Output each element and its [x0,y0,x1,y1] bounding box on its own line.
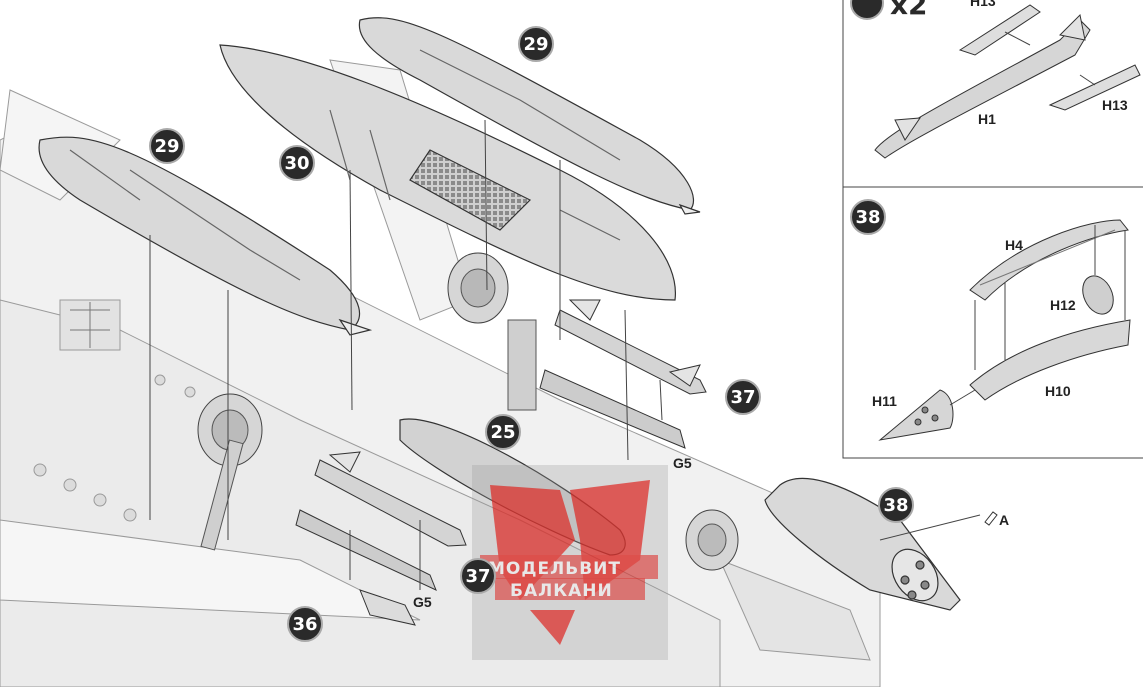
step-number: 36 [292,614,317,635]
attachment-guide-lines [149,119,981,590]
step-badge-37-lower: 37 [460,558,496,594]
step-badge-37-panel-partial [850,0,884,20]
part-label-g5-lower: G5 [413,594,432,610]
bulkhead-h12 [1082,275,1114,315]
paint-callout: A [984,511,1009,528]
part-label-h13-right: H13 [1102,97,1128,113]
missile-h1 [874,13,1091,159]
watermark-line1: МОДЕЛЬВИТ [488,559,621,579]
fin-h13-lower [1048,64,1141,111]
detail-panel-38 [842,187,1143,459]
step-badge-38-lower: 38 [878,487,914,523]
underwing-pod-36 [359,589,416,626]
nose-cone-h11 [878,389,954,441]
step-badge-36: 36 [287,606,323,642]
rocket-pod-assembled [764,477,961,611]
step-badge-29-left: 29 [149,128,185,164]
step-badge-38-panel: 38 [850,199,886,235]
step-number: 30 [284,153,309,174]
step-badge-25: 25 [485,414,521,450]
part-label-h11: H11 [872,393,897,409]
part-label-h13-top: H13 [970,0,996,9]
step-number: 37 [730,387,755,408]
step-badge-29-right: 29 [518,26,554,62]
step-number: 29 [154,136,179,157]
step-badge-30: 30 [279,145,315,181]
detail-panel-37 [842,0,1143,188]
drop-tank-top [358,17,701,215]
part-label-h12: H12 [1050,297,1076,313]
step-number: 29 [523,34,548,55]
step-number: 38 [883,495,908,516]
watermark-line2: БАЛКАНИ [510,581,613,601]
nose-gear-wheel [447,252,537,411]
step-number: 37 [465,566,490,587]
main-gear-wheel-right [685,509,739,571]
part-label-h1: H1 [978,111,996,127]
part-label-g5-right: G5 [673,455,692,471]
part-label-h10: H10 [1045,383,1071,399]
quantity-label: x2 [890,0,928,21]
missile-lower [314,451,467,547]
step-badge-37-right: 37 [725,379,761,415]
main-gear-wheel-left [197,393,263,551]
drop-tank-left [38,136,373,336]
part-label-h4: H4 [1005,237,1023,253]
paint-brush-icon [984,511,998,526]
fin-h13-upper [958,4,1041,56]
paint-code-label: A [999,512,1009,528]
missile-upper [554,299,707,395]
half-shell-h10 [969,319,1131,401]
step-number: 38 [855,207,880,228]
pylon-launcher-lower [295,509,437,591]
centerline-tank [219,44,676,301]
step-number: 25 [490,422,515,443]
watermark-logo: МОДЕЛЬВИТ БАЛКАНИ [472,465,668,660]
pylon-launcher-upper [539,369,686,449]
half-shell-h4 [969,219,1129,301]
